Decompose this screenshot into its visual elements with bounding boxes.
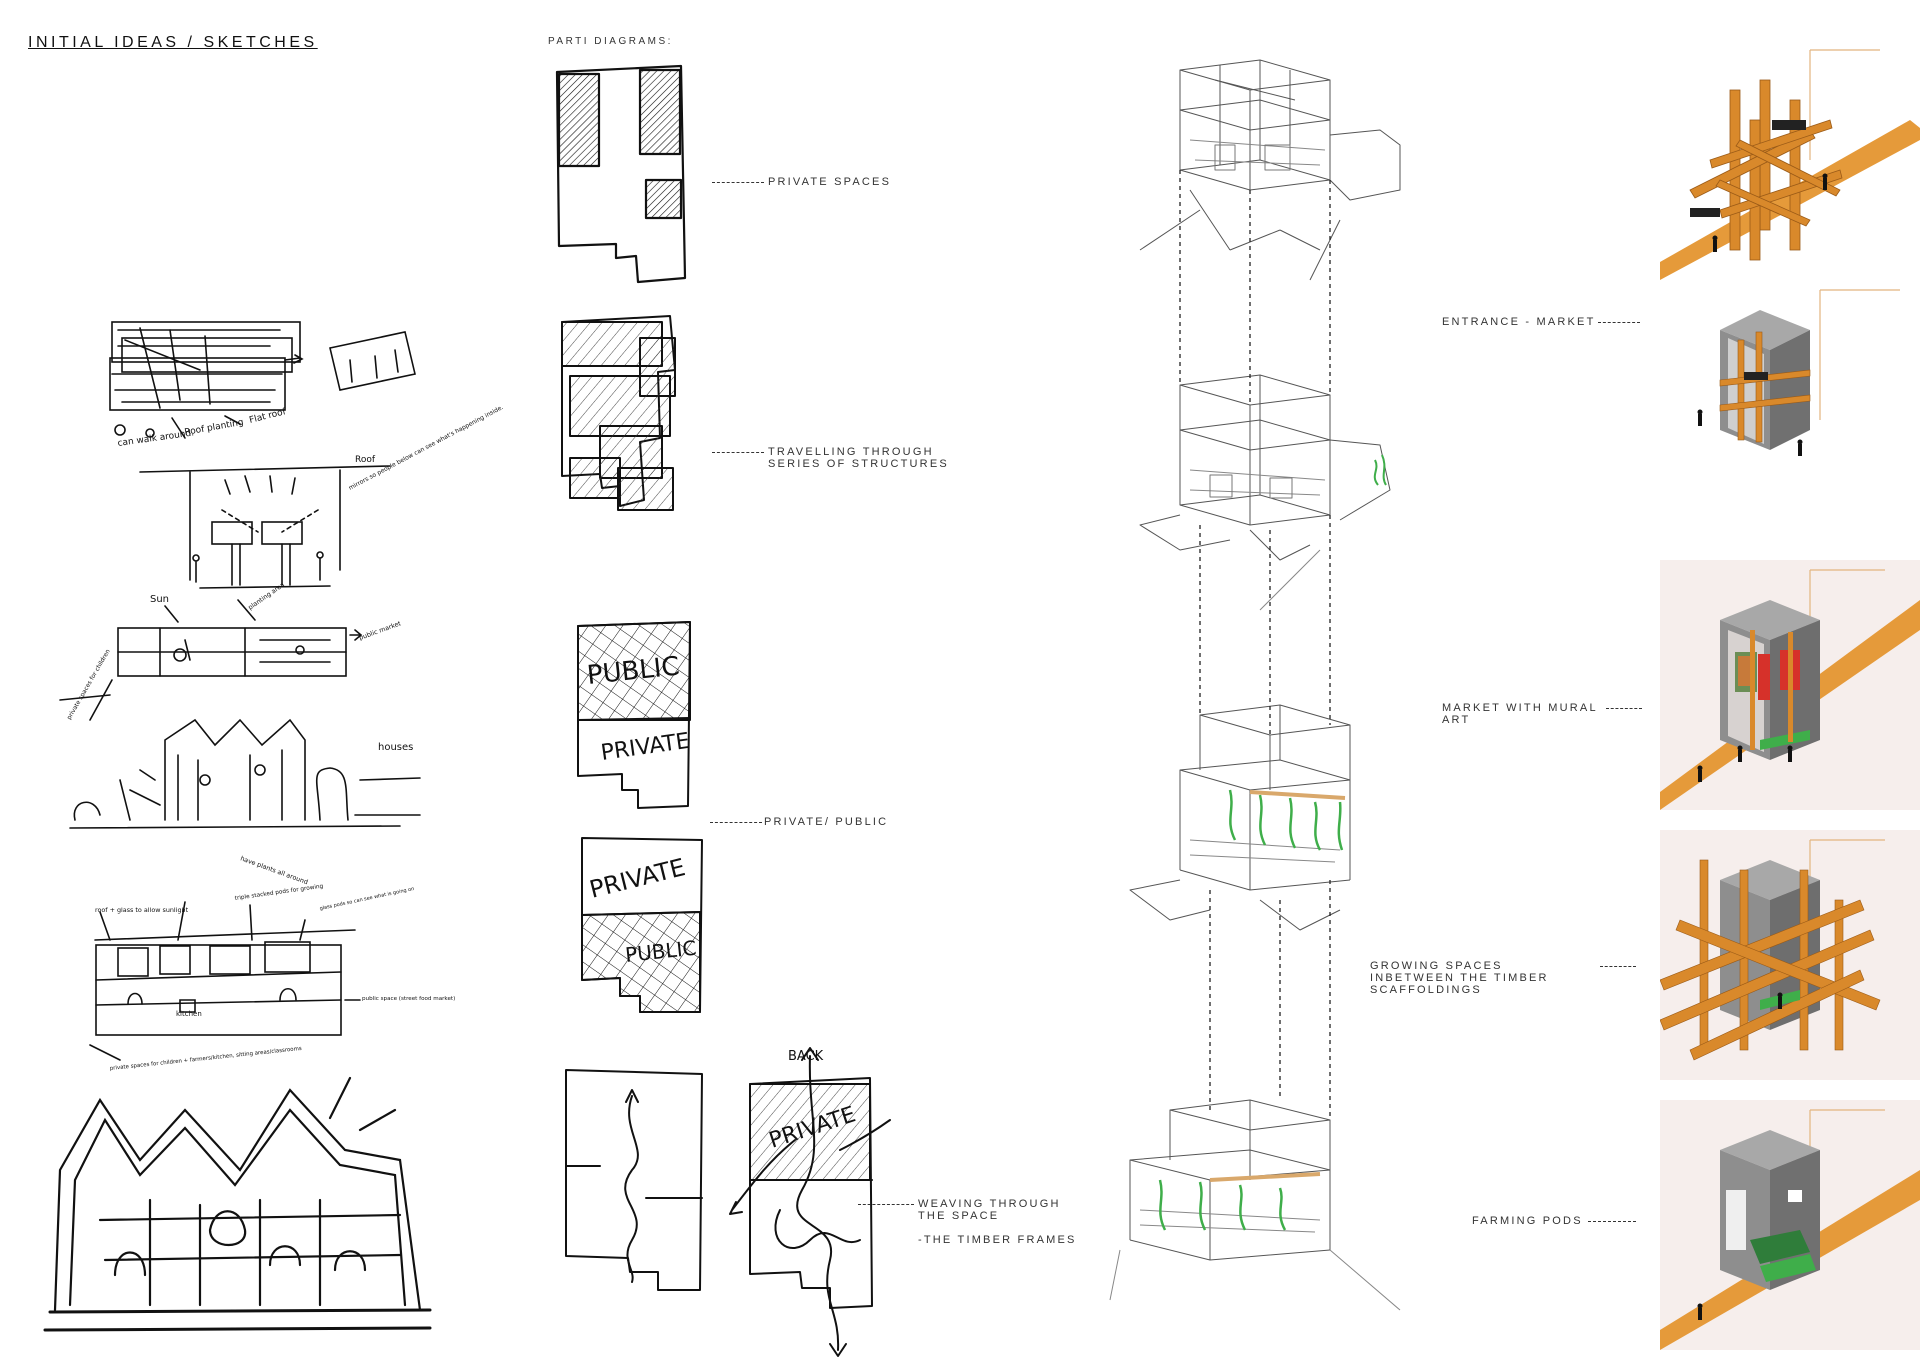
- label-market-mural: MARKET WITH MURAL ART: [1442, 702, 1598, 726]
- sketch-note-roof: Roof: [355, 455, 376, 465]
- sketch-note-public-space: public space (street food market): [362, 996, 455, 1002]
- label-growing-spaces: GROWING SPACES INBETWEEN THE TIMBER SCAF…: [1370, 960, 1549, 996]
- sketch-column: can walk around. Roof planting Flat roof…: [43, 321, 505, 1332]
- parti-weaving-a: [565, 1069, 703, 1291]
- leader-private-spaces: [712, 182, 764, 183]
- render-farming-pods: [1660, 1100, 1920, 1350]
- exploded-axonometric: [1109, 59, 1401, 1311]
- stamp-private-1: PRIVATE: [599, 729, 691, 766]
- sketch-zigzag-elevation: [69, 718, 421, 829]
- axo-level-pods: [1109, 1099, 1401, 1311]
- axo-level-entrance: [1139, 59, 1401, 281]
- sketch-note-private-farmers: private spaces for children + farmers/ki…: [110, 1046, 303, 1072]
- sketch-note-mirrors: mirrors so people below can see what's h…: [348, 404, 505, 492]
- parti-private-public: [581, 837, 703, 1013]
- label-timber-frames: -THE TIMBER FRAMES: [918, 1234, 1077, 1246]
- sketch-note-walk: can walk around.: [117, 428, 195, 449]
- render-cube-scaffold: [1697, 289, 1900, 456]
- parti-travelling: [561, 315, 676, 511]
- stamp-back: BACK: [788, 1049, 824, 1064]
- label-farming-pods: FARMING PODS: [1472, 1215, 1583, 1227]
- leader-growing-spaces: [1600, 966, 1636, 967]
- render-column: [1660, 49, 1920, 1350]
- axo-connectors: [1179, 170, 1331, 1120]
- sketch-roof-boxes: [109, 321, 416, 439]
- parti-weaving-b: [729, 1047, 891, 1357]
- axo-level-mural: [1139, 374, 1391, 611]
- sketch-note-plants: have plants all around: [239, 854, 309, 886]
- render-entrance-market: [1660, 49, 1920, 280]
- sketch-note-roof-planting: Roof planting: [184, 418, 245, 438]
- leader-travelling: [712, 452, 764, 453]
- sketch-note-houses: houses: [378, 742, 413, 753]
- sketch-note-public-market: public market: [358, 619, 402, 642]
- parti-column: PUBLIC PRIVATE PRIVATE PUBLIC PRIVATE BA…: [555, 64, 891, 1357]
- label-weaving: WEAVING THROUGH THE SPACE: [918, 1198, 1061, 1222]
- page-title: INITIAL IDEAS / SKETCHES: [28, 34, 318, 51]
- leader-private-public: [710, 822, 762, 823]
- leader-weaving: [858, 1204, 914, 1205]
- sketch-large-perspective: [43, 1076, 432, 1332]
- sketch-sun-plan: [59, 599, 363, 721]
- parti-private-spaces: [555, 64, 687, 284]
- sketch-pod-section: [89, 901, 361, 1061]
- sketch-note-triple-pods: triple stacked pods for growing: [234, 884, 324, 902]
- parti-subtitle: PARTI DIAGRAMS:: [548, 36, 673, 47]
- label-entrance-market: ENTRANCE - MARKET: [1442, 316, 1596, 328]
- sketch-note-sun: Sun: [150, 594, 169, 605]
- leader-farming-pods: [1588, 1221, 1636, 1222]
- sketch-note-planting-area: planting area: [247, 581, 286, 612]
- sketch-note-private-children: private spaces for children: [66, 648, 112, 721]
- label-travelling: TRAVELLING THROUGH SERIES OF STRUCTURES: [768, 446, 949, 470]
- leader-market-mural: [1606, 708, 1642, 709]
- sketch-note-roof-glass: roof + glass to allow sunlight: [95, 906, 189, 914]
- sketch-mirror-section: [139, 465, 391, 589]
- axo-level-growing: [1129, 704, 1351, 931]
- render-mural-market: [1660, 560, 1920, 810]
- parti-public-private: [577, 621, 691, 809]
- label-private-spaces: PRIVATE SPACES: [768, 176, 892, 188]
- sketch-note-glass-pods: glass pods so can see what is going on: [319, 886, 415, 912]
- stamp-private-2: PRIVATE: [587, 853, 688, 904]
- leader-entrance-market: [1598, 322, 1640, 323]
- render-growing-spaces: [1660, 830, 1920, 1080]
- sketch-note-kitchen: kitchen: [176, 1010, 202, 1018]
- label-private-public: PRIVATE/ PUBLIC: [764, 816, 889, 828]
